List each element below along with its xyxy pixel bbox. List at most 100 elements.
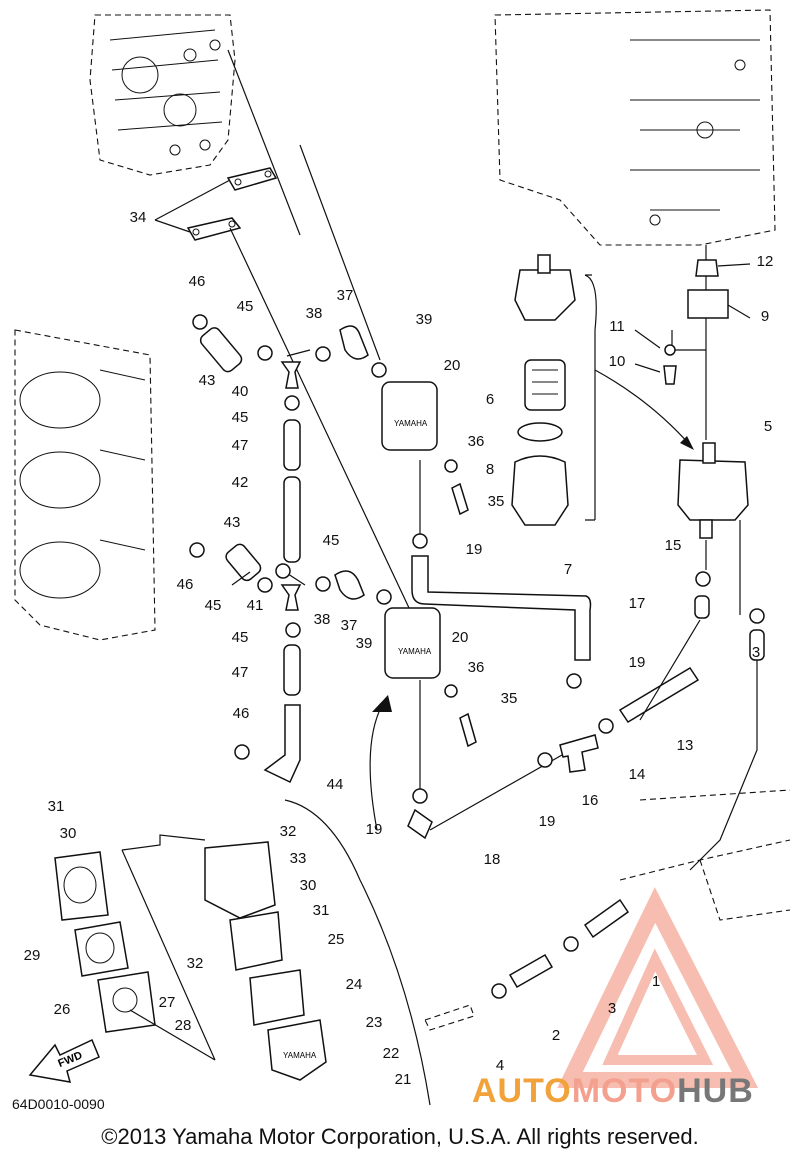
- callout-number: 21: [395, 1071, 412, 1088]
- callout-number: 14: [629, 766, 646, 783]
- callout-number: 8: [486, 461, 494, 478]
- callout-number: 20: [452, 629, 469, 646]
- callout-number: 38: [306, 305, 323, 322]
- callout-number: 7: [564, 561, 572, 578]
- callout-number: 46: [233, 705, 250, 722]
- callout-number: 3: [608, 1000, 616, 1017]
- callout-number: 36: [468, 659, 485, 676]
- hose-1: [583, 898, 630, 939]
- diaphragm-pump-parts: YAMAHA: [54, 841, 327, 1081]
- fuel-pump-lower: YAMAHA: [384, 607, 441, 679]
- diagram-code: 64D0010-0090: [12, 1096, 105, 1112]
- brand-part-3: HUB: [677, 1072, 754, 1110]
- svg-text:YAMAHA: YAMAHA: [394, 419, 428, 428]
- callout-number: 27: [159, 994, 176, 1011]
- callout-number: 45: [232, 629, 249, 646]
- fuel-hoses: [199, 325, 765, 840]
- callout-number: 37: [337, 287, 354, 304]
- callout-number: 45: [205, 597, 222, 614]
- callout-number: 47: [232, 437, 249, 454]
- callout-number: 29: [24, 947, 41, 964]
- callout-number: 45: [323, 532, 340, 549]
- callout-number: 33: [290, 850, 307, 867]
- callout-number: 10: [609, 353, 626, 370]
- callout-number: 30: [60, 825, 77, 842]
- callout-number: 2: [552, 1027, 560, 1044]
- callout-number: 36: [468, 433, 485, 450]
- callout-number: 25: [328, 931, 345, 948]
- fuel-filter: [511, 254, 576, 526]
- callout-number: 37: [341, 617, 358, 634]
- callout-number: 45: [232, 409, 249, 426]
- tee-joint: [559, 734, 599, 773]
- callout-number: 35: [488, 493, 505, 510]
- callout-number: 16: [582, 792, 599, 809]
- copyright-notice: ©2013 Yamaha Motor Corporation, U.S.A. A…: [101, 1124, 699, 1149]
- fuel-pump-upper: YAMAHA: [381, 381, 438, 451]
- callout-number: 40: [232, 383, 249, 400]
- callout-number: 41: [247, 597, 264, 614]
- callout-number: 31: [313, 902, 330, 919]
- callout-number: 15: [665, 537, 682, 554]
- svg-text:YAMAHA: YAMAHA: [398, 647, 432, 656]
- callout-number: 13: [677, 737, 694, 754]
- forward-arrow-icon: FWD: [28, 1038, 100, 1083]
- callout-number: 3: [752, 644, 760, 661]
- callout-number: 23: [366, 1014, 383, 1031]
- callout-number: 12: [757, 253, 774, 270]
- brand-part-1: AUTO: [472, 1072, 572, 1110]
- bolt: [451, 482, 469, 516]
- bolt-10: [663, 365, 677, 385]
- washer-11: [664, 344, 676, 356]
- callout-number: 6: [486, 391, 494, 408]
- callout-number: 19: [366, 821, 383, 838]
- callout-number: 24: [346, 976, 363, 993]
- callout-number: 43: [224, 514, 241, 531]
- crankcase-outline: [494, 9, 776, 246]
- callout-number: 46: [189, 273, 206, 290]
- brand-part-2: MOTO: [571, 1072, 678, 1110]
- cylinder-head-outline: [89, 14, 236, 176]
- callout-number: 19: [629, 654, 646, 671]
- callout-number: 9: [761, 308, 769, 325]
- callout-number: 34: [130, 209, 147, 226]
- callout-number: 1: [652, 973, 660, 990]
- callout-number: 46: [177, 576, 194, 593]
- callout-number: 47: [232, 664, 249, 681]
- callout-number: 11: [609, 318, 625, 335]
- callout-number: 5: [764, 418, 772, 435]
- callout-number: 30: [300, 877, 317, 894]
- callout-number: 31: [48, 798, 65, 815]
- callout-number: 26: [54, 1001, 71, 1018]
- callout-number: 44: [327, 776, 344, 793]
- joint-2: [508, 953, 554, 989]
- nut-12: [695, 259, 719, 277]
- watermark-brand: AUTOMOTOHUB: [472, 1072, 754, 1111]
- watermark-logo: [557, 887, 759, 1088]
- callout-number: 32: [187, 955, 204, 972]
- callout-number: 38: [314, 611, 331, 628]
- callout-number: 4: [496, 1057, 504, 1074]
- callout-number: 20: [444, 357, 461, 374]
- callout-number: 18: [484, 851, 501, 868]
- callout-number: 32: [280, 823, 297, 840]
- callout-number: 43: [199, 372, 216, 389]
- carburetor-outline: [14, 329, 156, 641]
- fuel-filter-assembly: [677, 442, 749, 539]
- callout-number: 35: [501, 690, 518, 707]
- clamp-9: [687, 289, 729, 319]
- callout-number: 39: [356, 635, 373, 652]
- callout-number: 17: [629, 595, 646, 612]
- gasket-34: [154, 167, 278, 241]
- callout-number: 28: [175, 1017, 192, 1034]
- hose-clips: [189, 314, 765, 999]
- bolt: [459, 712, 477, 748]
- callout-number: 19: [539, 813, 556, 830]
- y-joint: [280, 361, 302, 611]
- callout-number: 42: [232, 474, 249, 491]
- callout-number: 39: [416, 311, 433, 328]
- callout-number: 45: [237, 298, 254, 315]
